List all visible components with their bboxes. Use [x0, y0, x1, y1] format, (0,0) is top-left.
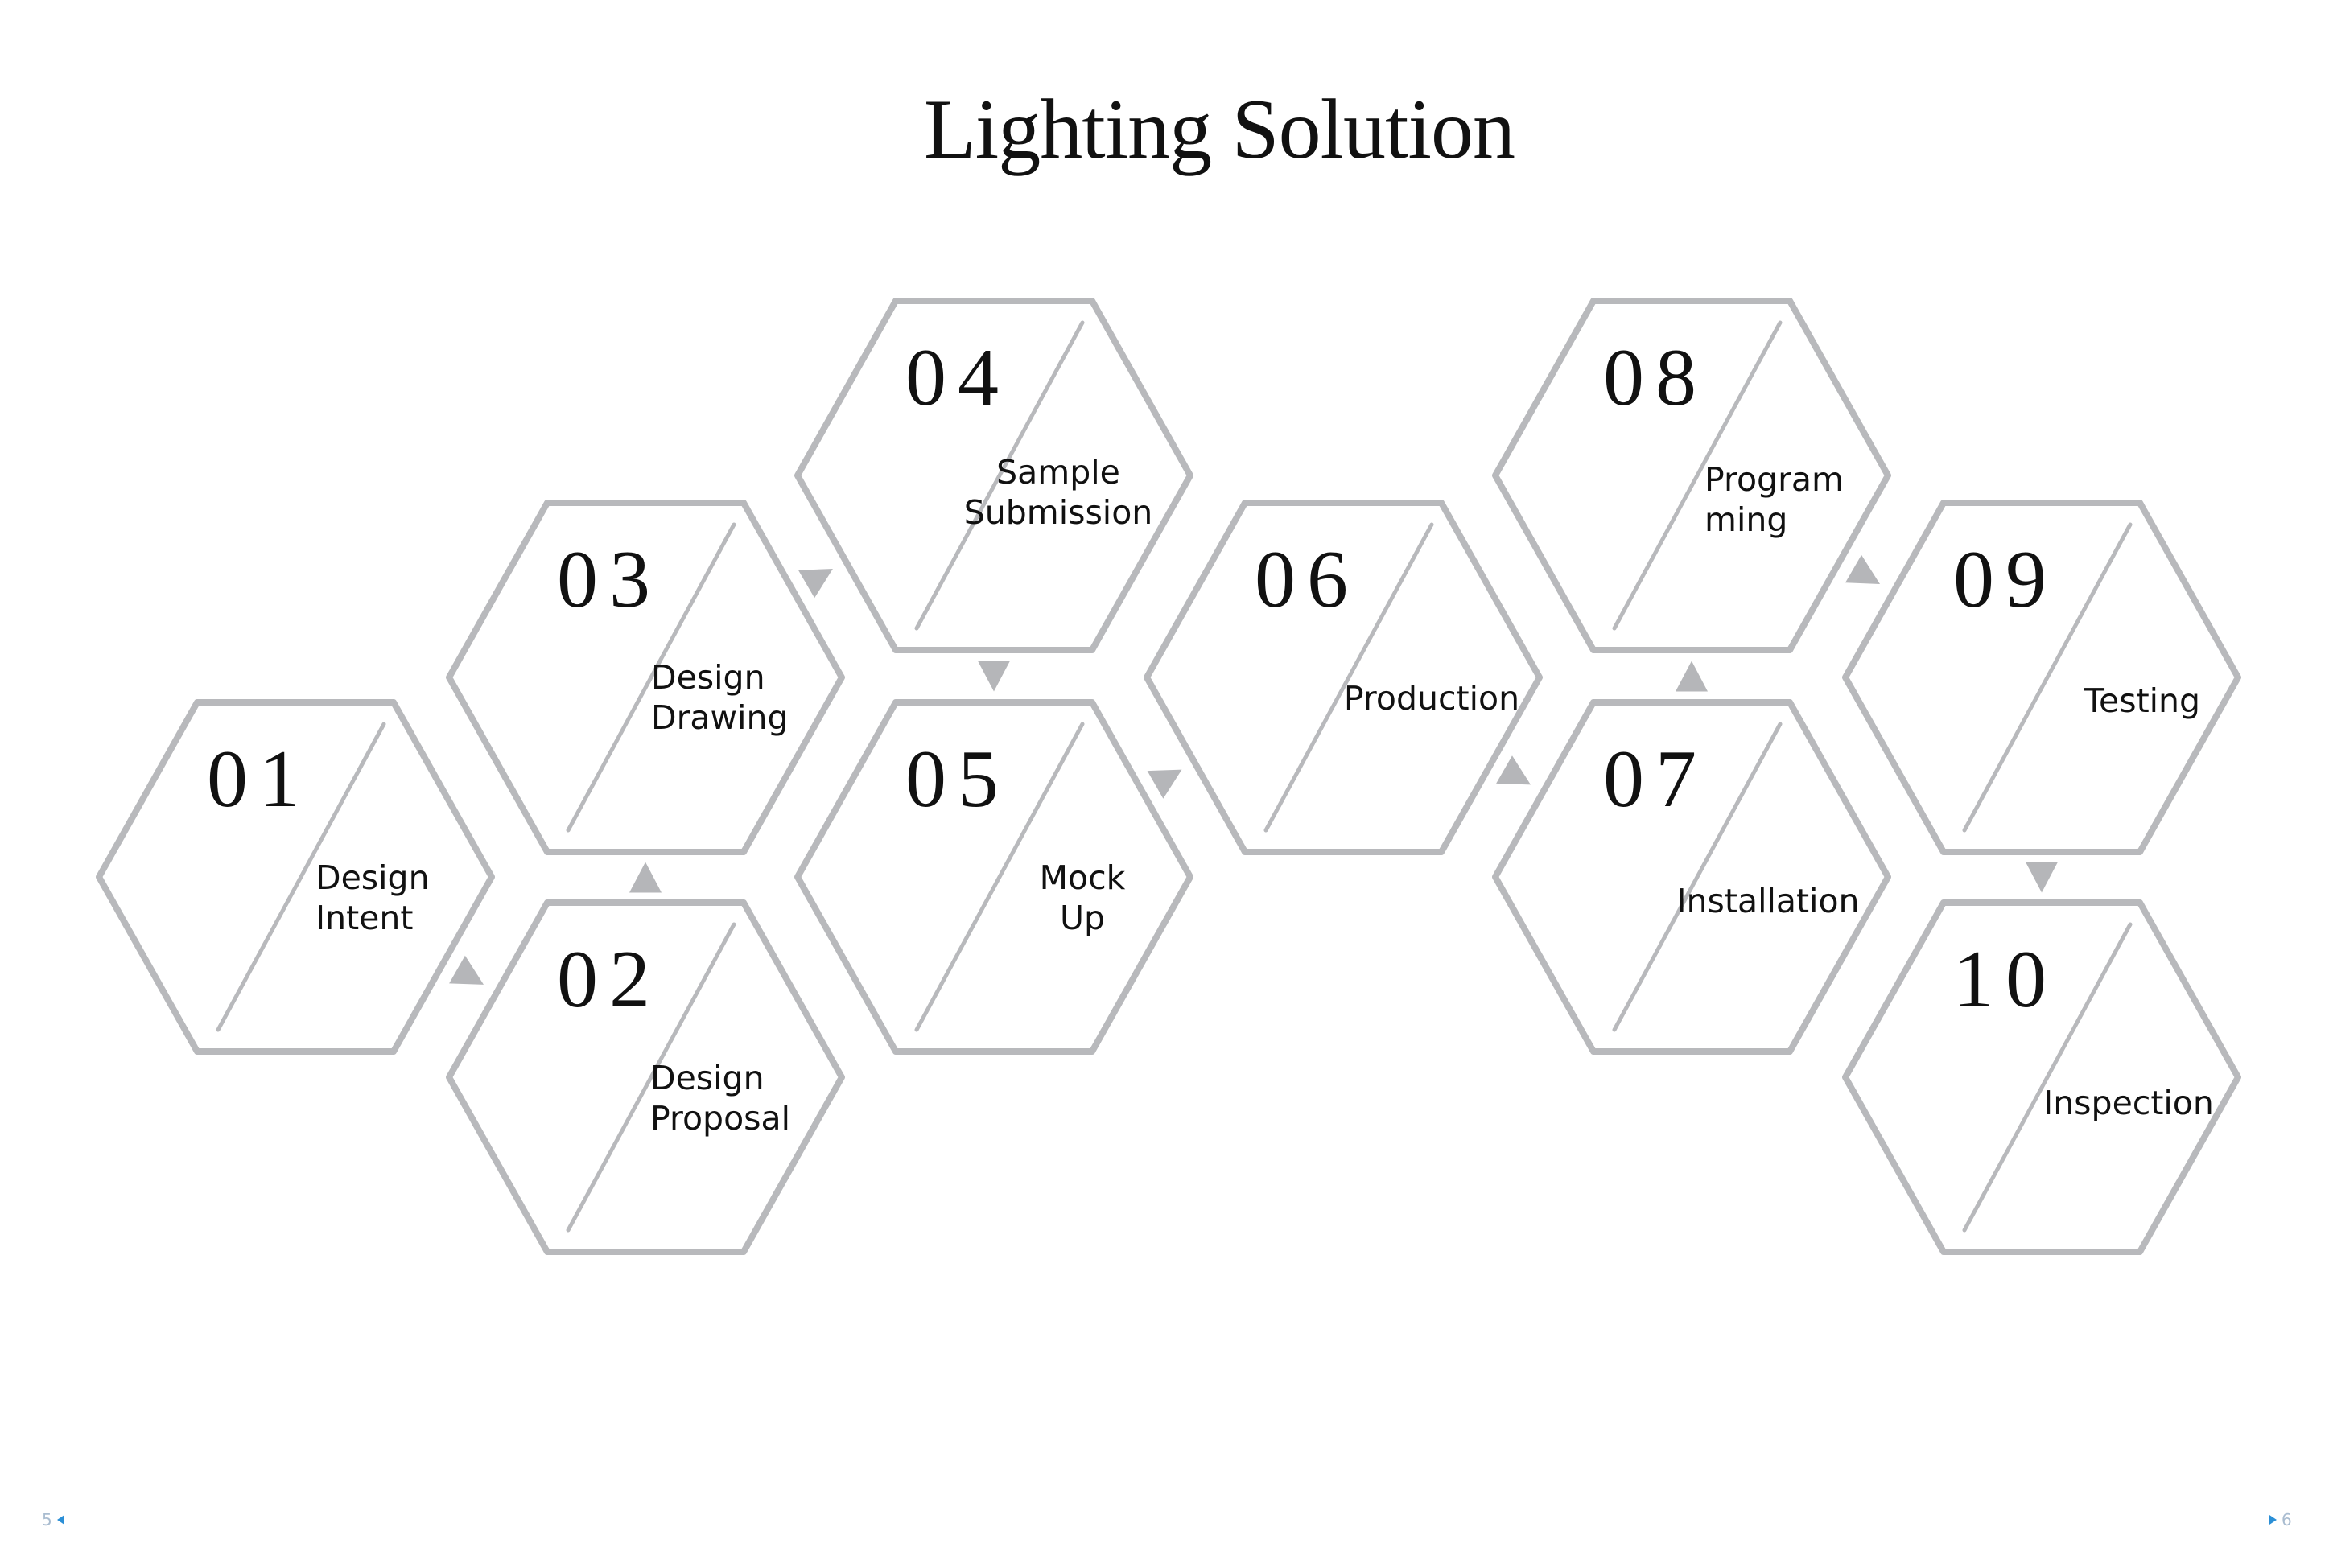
step-number: 05 [905, 734, 1010, 825]
step-number: 03 [557, 534, 662, 625]
hexagon-outline [446, 500, 845, 855]
hexagon-outline [446, 899, 845, 1255]
flow-arrow-06-to-07-icon [1496, 755, 1531, 785]
hexagon-divider [566, 522, 736, 833]
step-label-line: Installation [1676, 882, 1859, 920]
flow-arrow-03-to-04-icon [798, 569, 833, 599]
step-number: 01 [207, 734, 311, 825]
previous-arrow-icon [56, 1515, 64, 1525]
step-label: Installation [1676, 882, 1859, 920]
flow-arrow-01-to-02-icon [449, 955, 484, 985]
next-arrow-icon [2269, 1515, 2277, 1525]
step-label: Inspection [2043, 1084, 2214, 1122]
hexagon-divider [566, 922, 736, 1233]
hexagon-outline [96, 699, 495, 1055]
hexagon-divider [1612, 722, 1783, 1032]
step-label-line: Design [315, 858, 430, 897]
step-label-line: Testing [2084, 681, 2200, 720]
step-number: 07 [1603, 734, 1708, 825]
hexagon-divider [914, 722, 1085, 1032]
hexagon-divider [1263, 522, 1434, 833]
previous-page-link[interactable]: 5 [42, 1510, 64, 1529]
previous-page-number: 5 [42, 1510, 52, 1529]
step-number: 02 [557, 934, 662, 1025]
hexagon-outline [794, 298, 1193, 653]
flow-arrow-07-to-08-icon [1676, 661, 1708, 692]
hexagon-outline [1144, 500, 1543, 855]
step-label-line: Inspection [2043, 1084, 2214, 1122]
step-label-line: Sample [996, 453, 1120, 492]
hexagon-outline [794, 699, 1193, 1055]
next-page-link[interactable]: 6 [2269, 1510, 2292, 1529]
step-label-line: Program [1704, 460, 1844, 499]
hexagon-divider [1962, 922, 2133, 1233]
step-number: 10 [1953, 934, 2058, 1025]
step-number: 08 [1603, 332, 1708, 423]
step-label-line: Design [650, 1059, 765, 1097]
flow-arrow-05-to-06-icon [1147, 769, 1182, 799]
step-label-line: Up [1060, 899, 1105, 937]
flow-arrow-04-to-05-icon [978, 661, 1010, 692]
next-page-number: 6 [2282, 1510, 2292, 1529]
hexagon-divider [216, 722, 386, 1032]
hexagon-divider [1962, 522, 2133, 833]
flow-arrow-09-to-10-icon [2026, 862, 2058, 893]
hexagon-outline [1492, 699, 1891, 1055]
hexagon-outline [1492, 298, 1891, 653]
step-number: 06 [1255, 534, 1359, 625]
step-label-line: Drawing [651, 698, 789, 737]
step-number: 09 [1953, 534, 2058, 625]
page-title: Lighting Solution [924, 82, 1515, 176]
step-label-line: Design [651, 658, 765, 697]
flow-arrow-08-to-09-icon [1845, 554, 1880, 584]
hexagon-outline [1842, 899, 2241, 1255]
step-number: 04 [905, 332, 1010, 423]
step-label: Testing [2084, 681, 2200, 720]
hexagon-outline [1842, 500, 2241, 855]
step-label: Production [1344, 679, 1519, 718]
step-label-line: Submission [964, 493, 1153, 532]
flow-arrow-02-to-03-icon [629, 862, 662, 893]
step-label-line: Production [1344, 679, 1519, 718]
hexagon-divider [1612, 320, 1783, 631]
hexagon-divider [914, 320, 1085, 631]
step-label-line: Proposal [650, 1099, 790, 1138]
step-label-line: Mock [1040, 858, 1126, 897]
step-label-line: Intent [315, 899, 413, 937]
step-label-line: ming [1704, 500, 1787, 539]
